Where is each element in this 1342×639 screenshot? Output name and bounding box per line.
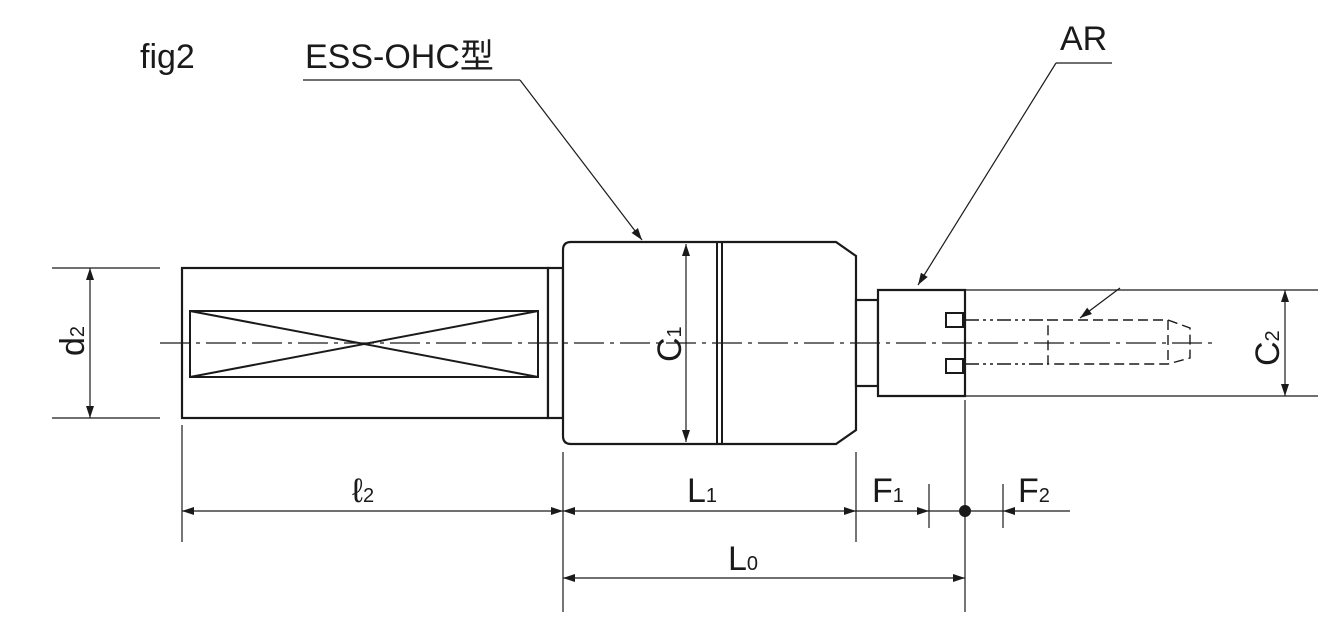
L0-label: L0 [728,540,758,578]
collet-slot-lower [945,358,964,374]
holder-outline [561,240,858,446]
l2-label: ℓ2 [352,472,374,510]
dim-L0: L0 [563,540,965,582]
F1-label: F1 [872,472,904,510]
tap-leader [1079,287,1121,319]
F2-label: F2 [1018,472,1050,510]
dim-d2: d2 [52,267,160,419]
flat-face [189,310,539,378]
dim-F2: F2 [965,472,1070,515]
c1-label: C1 [651,326,689,362]
part-callout-text: AR [1060,20,1107,58]
dim-c2: C2 [965,289,1318,397]
dim-L1: L1 [563,472,856,515]
d2-label: d2 [54,326,92,356]
flat-face-cross-b [189,310,539,378]
holder-body [561,240,858,446]
dim-l2: ℓ2 [182,472,563,515]
dim-F1: F1 [856,472,929,515]
part-callout-leader [917,62,1057,286]
model-callout-text: ESS-OHC型 [305,38,494,76]
c2-label: C2 [1249,330,1287,366]
L1-label: L1 [687,472,717,510]
collet-slot-upper [945,312,964,328]
model-callout-leader [519,79,643,241]
tap-phantom [965,287,1191,365]
dim-c1: C1 [651,244,690,442]
figure-label: fig2 [140,38,195,76]
